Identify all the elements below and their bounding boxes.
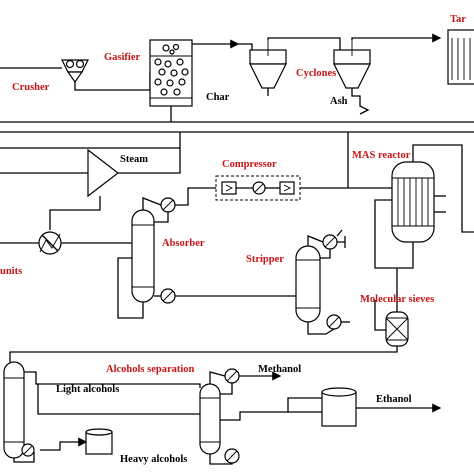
compressor-unit: [215, 175, 301, 201]
mas-reactor-label: MAS reactor: [352, 150, 411, 161]
methanol-label: Methanol: [258, 364, 301, 375]
heat-exchanger: [38, 231, 62, 255]
ash-label: Ash: [330, 96, 348, 107]
crusher-to-gasifier-line: [74, 72, 151, 91]
absorber-condenser: [160, 197, 176, 213]
stripper-column: [295, 245, 321, 323]
gasifier-label: Gasifier: [104, 52, 140, 63]
recycle-line-3: [0, 132, 181, 149]
steam-label: Steam: [120, 154, 148, 165]
molecular-sieves-label: Molecular sieves: [360, 294, 434, 305]
cyclones-label: Cyclones: [296, 68, 336, 79]
absorber-column: [131, 209, 155, 303]
compressor-label: Compressor: [222, 159, 277, 170]
heavy-alcohols-tank: [85, 428, 113, 455]
tar-unit: [447, 29, 474, 85]
light-alcohols-label: Light alcohols: [56, 384, 119, 395]
molecular-sieves: [385, 311, 409, 347]
mas-reactor: [391, 161, 446, 243]
ethanol-tank: [321, 387, 357, 427]
heavy-alcohols-label: Heavy alcohols: [120, 454, 187, 465]
column-1-reboiler: [21, 443, 35, 457]
cyclone-2: [333, 40, 371, 115]
separation-column-1: [3, 361, 25, 459]
tar-label: Tar: [450, 14, 466, 25]
stripper-label: Stripper: [246, 254, 284, 265]
steam-mixer: [87, 148, 119, 198]
absorber-label: Absorber: [162, 238, 205, 249]
alcohols-separation-label: Alcohols separation: [106, 364, 195, 375]
stripper-condenser: [322, 234, 338, 250]
char-label: Char: [206, 92, 230, 103]
crusher-label: Crusher: [12, 82, 50, 93]
units-label: units: [0, 266, 22, 277]
ethanol-label: Ethanol: [376, 394, 412, 405]
column-2-condenser: [224, 368, 240, 384]
column-2-reboiler: [224, 448, 240, 464]
stripper-reboiler: [326, 314, 342, 330]
absorber-reboiler: [160, 288, 176, 304]
crusher-unit: [61, 59, 89, 84]
separation-column-2: [199, 383, 221, 455]
cyclone-1: [249, 40, 287, 96]
gasifier-unit: [149, 39, 193, 107]
